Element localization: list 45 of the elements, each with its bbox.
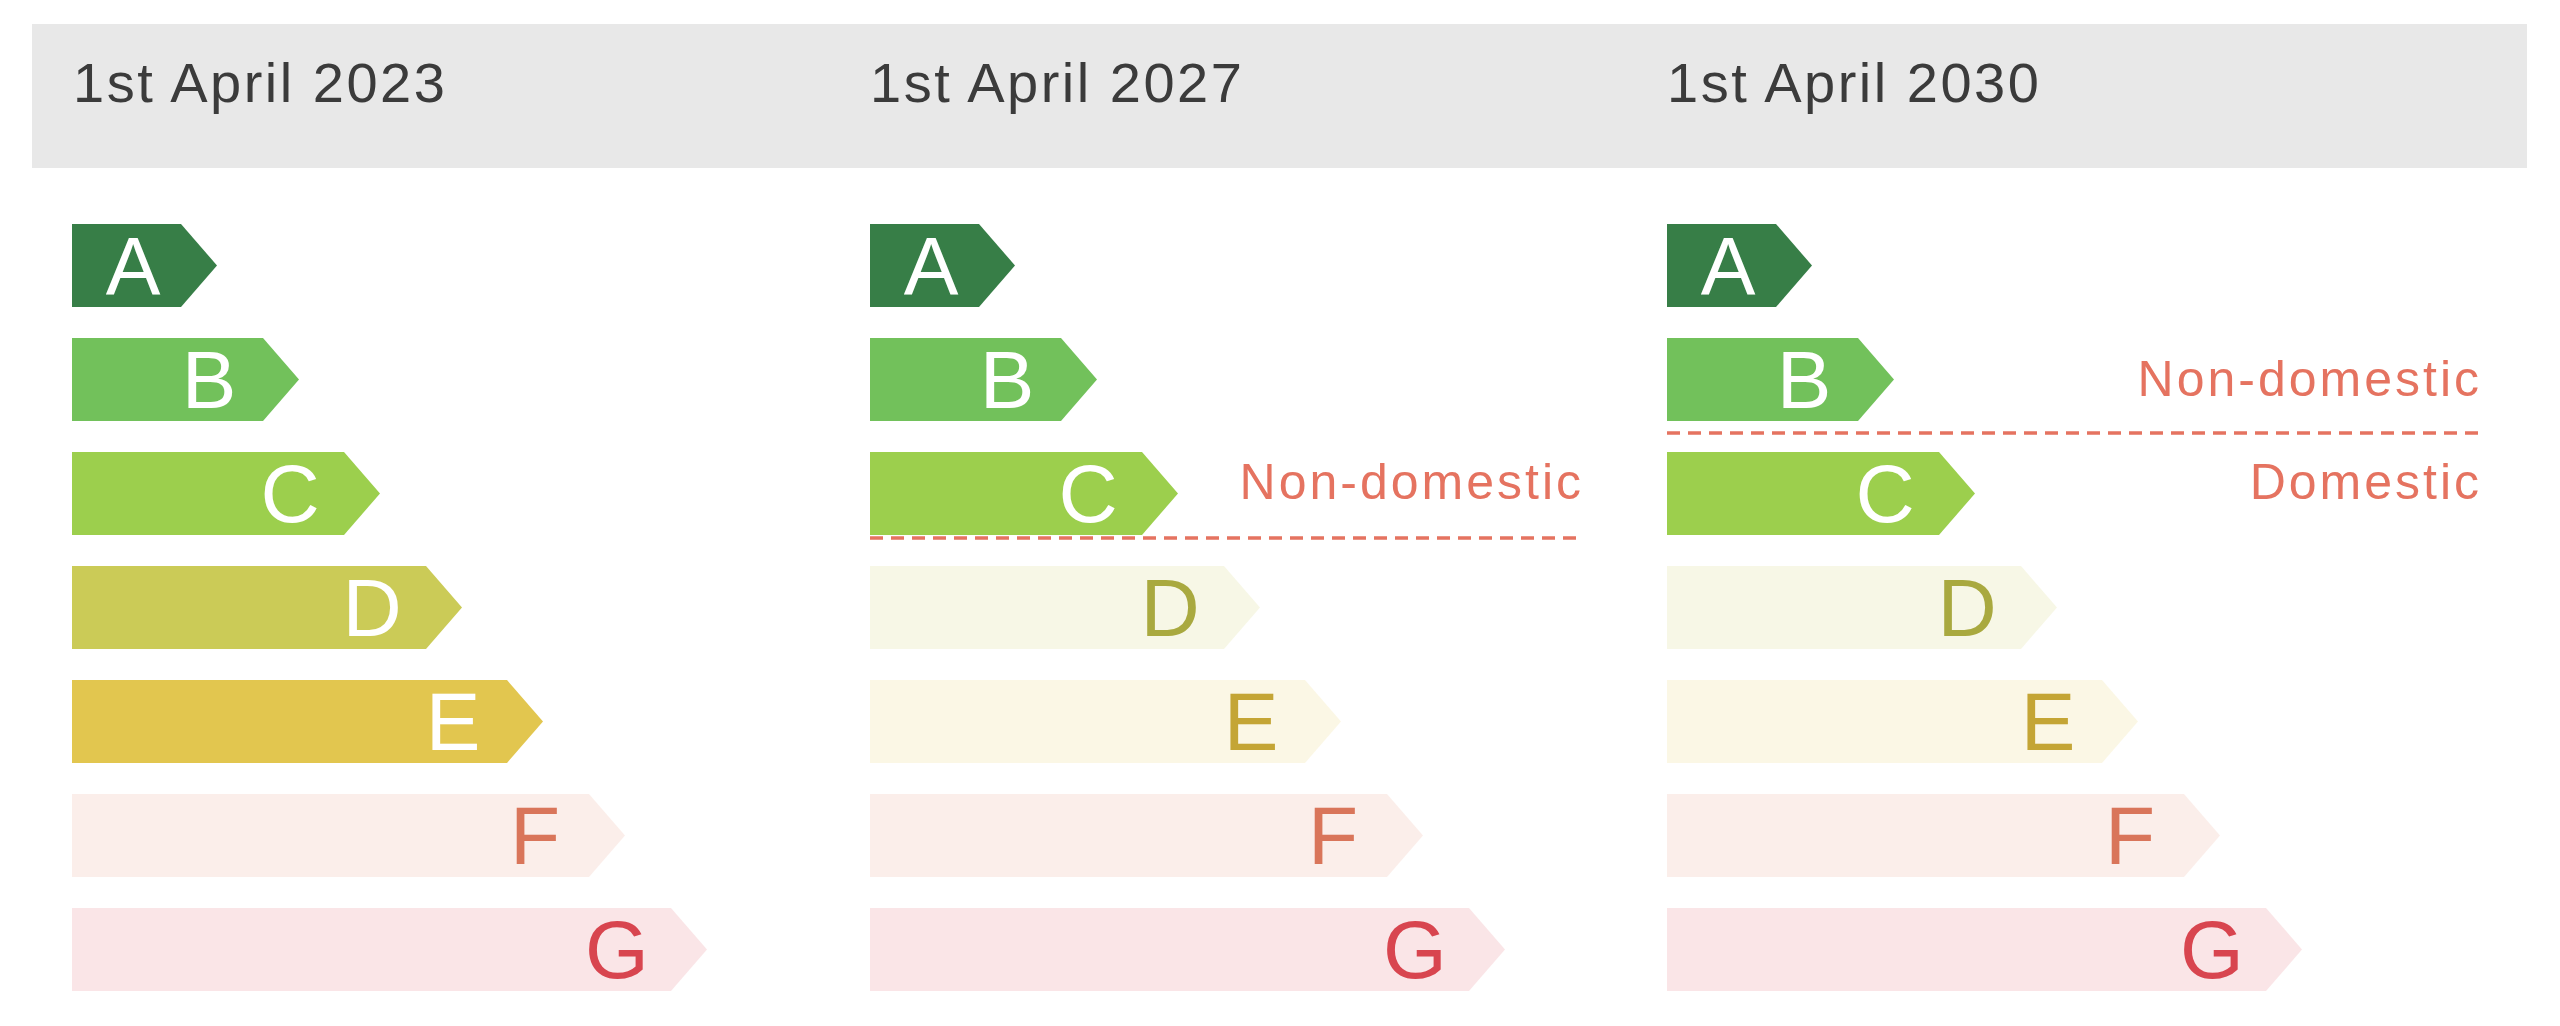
rating-letter: B (181, 343, 237, 417)
rating-letter: E (1223, 685, 1279, 759)
rating-letter: F (1307, 799, 1359, 873)
rating-letter: D (1937, 571, 1997, 645)
rating-bar (870, 908, 1505, 991)
rating-letter: B (1776, 343, 1832, 417)
rating-bar (72, 452, 380, 535)
rating-bar (72, 224, 217, 307)
rating-bar (1667, 338, 1894, 421)
rating-letter: A (105, 229, 161, 303)
rating-letter: C (1058, 457, 1118, 531)
rating-letter: G (1383, 913, 1447, 987)
rating-letter: B (979, 343, 1035, 417)
rating-bar (72, 338, 299, 421)
rating-letter: F (2104, 799, 2156, 873)
date-heading: 1st April 2027 (870, 50, 1245, 116)
rating-letter: A (903, 229, 959, 303)
rating-letter: E (2020, 685, 2076, 759)
rating-bar (1667, 452, 1975, 535)
rating-bar (870, 338, 1097, 421)
rating-bar (72, 680, 543, 763)
rating-letter: D (1140, 571, 1200, 645)
rating-bar (870, 224, 1015, 307)
rating-bar (72, 908, 707, 991)
rating-bar (870, 566, 1260, 649)
rating-letter: C (260, 457, 320, 531)
rating-bar (1667, 566, 2057, 649)
threshold-label: Domestic (2249, 453, 2482, 512)
rating-letter: G (585, 913, 649, 987)
rating-letter: A (1700, 229, 1756, 303)
rating-letter: F (509, 799, 561, 873)
rating-bar (1667, 908, 2302, 991)
rating-letter: C (1855, 457, 1915, 531)
threshold-label: Non-domestic (2137, 350, 2482, 409)
rating-letter: G (2180, 913, 2244, 987)
rating-letter: E (425, 685, 481, 759)
rating-bar (72, 566, 462, 649)
threshold-label: Non-domestic (1239, 453, 1584, 512)
date-heading: 1st April 2030 (1667, 50, 2042, 116)
rating-letter: D (342, 571, 402, 645)
rating-bar (1667, 680, 2138, 763)
rating-bar (870, 680, 1341, 763)
rating-bar (870, 452, 1178, 535)
rating-bar (1667, 224, 1812, 307)
date-heading: 1st April 2023 (73, 50, 448, 116)
